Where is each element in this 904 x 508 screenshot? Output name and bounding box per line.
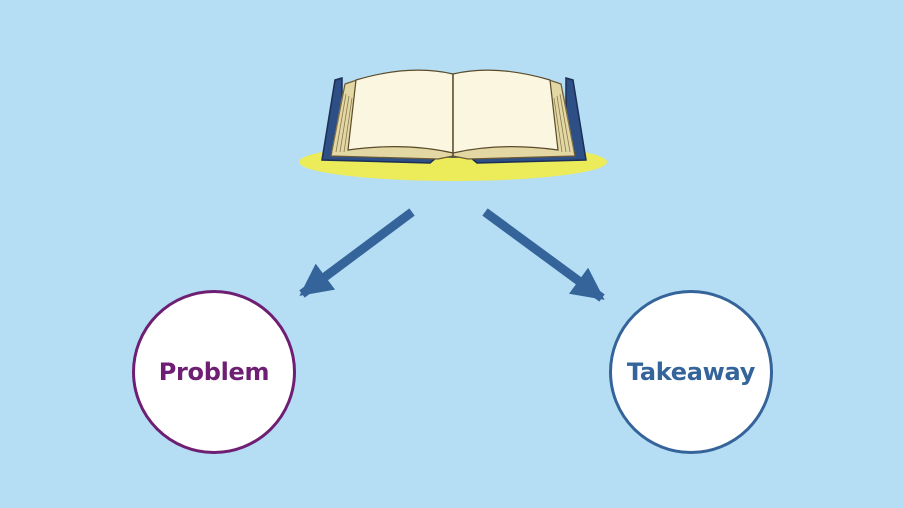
takeaway-label: Takeaway [626, 358, 756, 386]
arrow-to-takeaway [482, 208, 605, 302]
problem-label: Problem [158, 358, 270, 386]
arrow-to-problem [299, 208, 415, 298]
problem-node: Problem [132, 290, 296, 454]
open-book-icon [321, 69, 587, 164]
takeaway-node: Takeaway [609, 290, 773, 454]
